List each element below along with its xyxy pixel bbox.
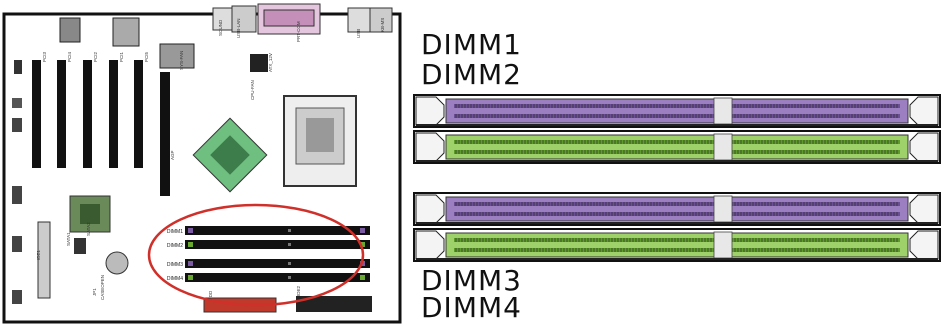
dimm1-label: DIMM1 [421,28,522,61]
board-label: SOUND [218,19,223,36]
dimm-highlight-ellipse [147,203,365,307]
board-label: KB-MS [380,18,385,32]
board-label: IDE1 [36,249,41,260]
dimm-slot-enlarged [413,130,941,164]
board-label: PCI5 [144,51,149,62]
dimm-slot-enlarged-group [413,94,941,262]
sata-connector [74,238,86,254]
board-label: SYS-FAN [179,51,184,70]
board-dimm-label: DIMM2 [167,243,183,249]
board-label: USB-LAN [236,18,241,38]
board-label: JP1 [92,288,97,296]
board-label: CPU-FAN [250,80,255,100]
board-label: IDE2 [296,285,301,296]
dimm-slot-enlarged [413,192,941,226]
board-label: PCI2 [93,51,98,62]
board-dimm-slot: DIMM3 [167,259,370,268]
board-label: PRT-COM [296,21,301,42]
board-label: SATA2 [86,222,91,236]
dimm2-label: DIMM2 [421,58,522,91]
board-label: PCI1 [119,51,124,62]
board-dimm-label: DIMM4 [167,276,183,282]
dimm-slot-enlarged [413,94,941,128]
dimm3-label: DIMM3 [421,264,522,297]
board-dimm-label: DIMM3 [167,262,183,268]
board-label: CASEOPEN [100,275,105,300]
dimm4-label: DIMM4 [421,291,522,324]
board-label: USB [356,29,361,38]
bios-chip [59,17,81,43]
board-label: FDD [208,290,213,300]
audio-chip [159,43,195,69]
board-dimm-slot: DIMM2 [167,240,370,249]
io-chip [112,17,140,47]
northbridge-chip [192,117,268,193]
ide-connector [37,221,51,299]
back-panel-connectors [212,3,393,35]
board-dimm-label: DIMM1 [167,229,183,235]
southbridge-chip [69,195,111,233]
power-connector [250,54,268,72]
board-label: PCI4 [67,51,72,62]
board-label: AGP [170,150,175,160]
board-dimm-slot: DIMM4 [167,273,370,282]
board-dimm-slot: DIMM1 [167,226,370,235]
dimm-slot-enlarged [413,228,941,262]
cpu-socket [283,95,357,187]
battery [105,251,129,275]
left-headers [12,60,22,304]
board-label: SATA1 [66,232,71,246]
ide2-connector [296,296,372,312]
board-label: ATX_12V [268,53,273,72]
pci-slots [32,60,170,196]
board-label: PCI3 [42,51,47,62]
